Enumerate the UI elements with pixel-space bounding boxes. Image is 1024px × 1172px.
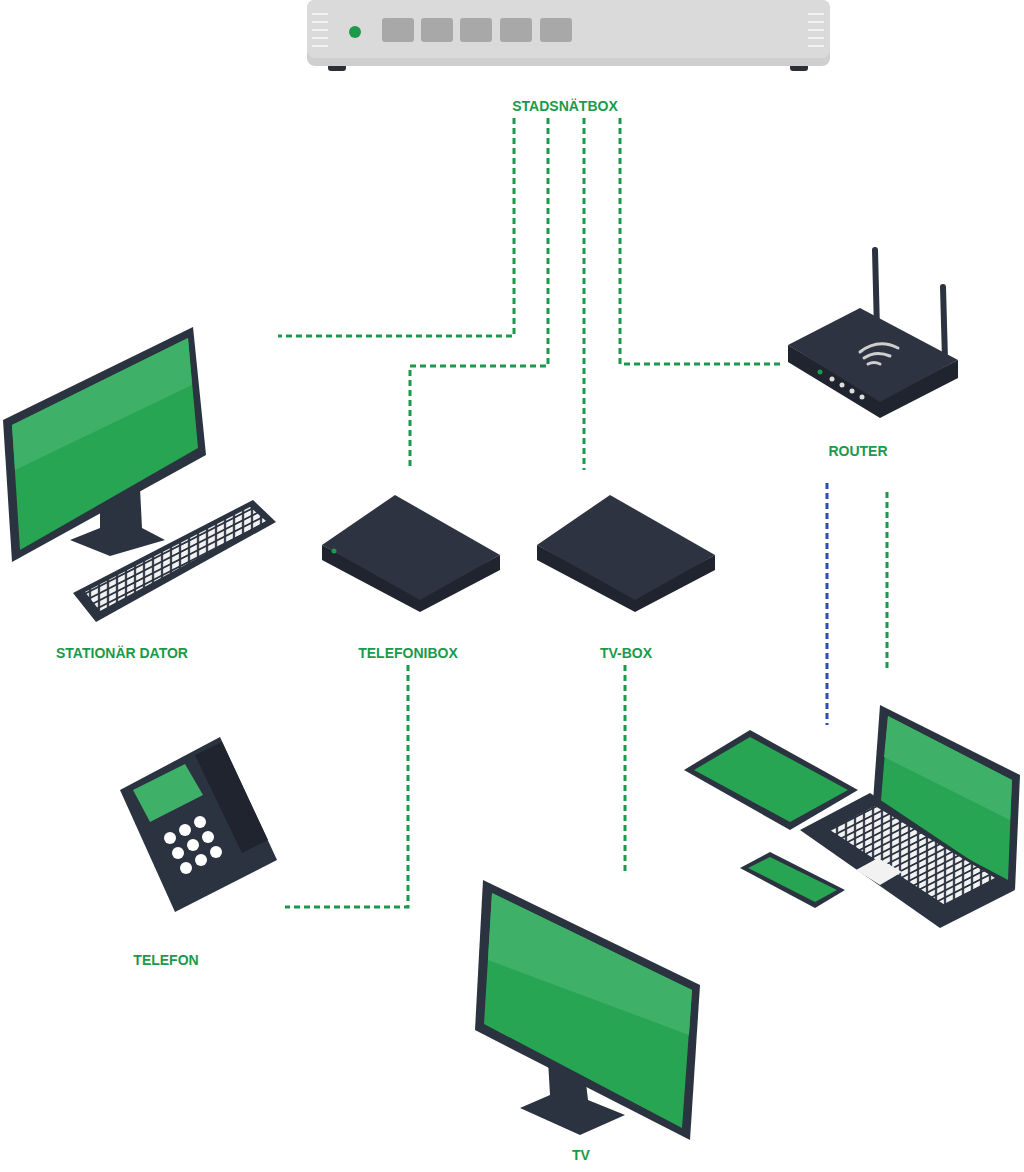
device-node: TELEFON bbox=[110, 730, 285, 972]
dashed-connector bbox=[285, 665, 408, 907]
tv-box-illustration bbox=[537, 495, 715, 612]
television-illustration bbox=[475, 880, 700, 1140]
device-node: TV bbox=[470, 875, 705, 1167]
dashed-connector bbox=[410, 118, 548, 470]
desktop-computer-illustration bbox=[3, 327, 276, 622]
wireless-devices-illustration bbox=[684, 705, 1020, 928]
device-label: TV-BOX bbox=[600, 645, 652, 662]
telephone-illustration bbox=[120, 737, 277, 912]
router-illustration bbox=[788, 250, 958, 725]
dashed-connector bbox=[620, 118, 780, 364]
fiber-box-illustration bbox=[307, 0, 830, 71]
device-node: STADSNÄTBOX bbox=[300, 0, 840, 118]
device-node: ROUTER bbox=[780, 240, 965, 463]
device-label: TV bbox=[572, 1147, 590, 1164]
device-node: TV-BOX bbox=[530, 470, 725, 665]
device-label: TELEFON bbox=[133, 952, 198, 969]
device-label: STADSNÄTBOX bbox=[512, 98, 618, 115]
device-label: TELEFONIBOX bbox=[358, 645, 458, 662]
device-node: STATIONÄR DATOR bbox=[3, 320, 278, 665]
dashed-connector bbox=[278, 118, 514, 336]
dashed-connector bbox=[583, 118, 586, 470]
device-label: STATIONÄR DATOR bbox=[56, 645, 188, 662]
dashed-connector bbox=[624, 665, 627, 875]
phone-box-illustration bbox=[322, 495, 500, 612]
device-node: TELEFONIBOX bbox=[315, 470, 505, 665]
device-label: ROUTER bbox=[828, 443, 887, 460]
